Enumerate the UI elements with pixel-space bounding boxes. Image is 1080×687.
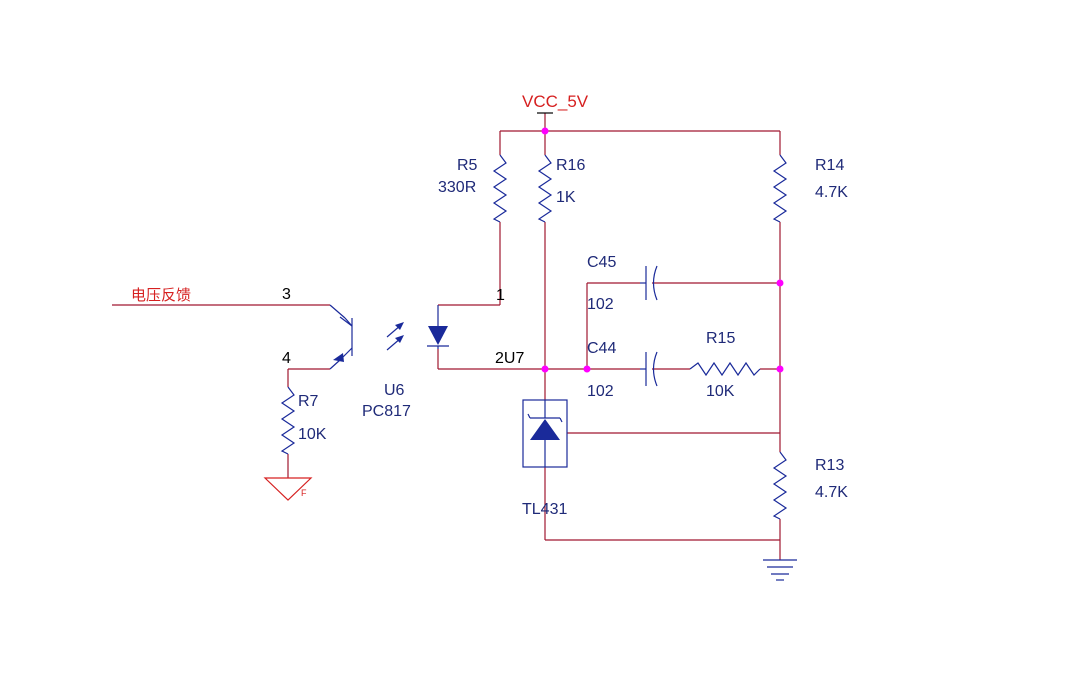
- r16-value: 1K: [556, 189, 576, 206]
- c44-ref: C44: [587, 340, 616, 357]
- emitter-arrow-icon: [333, 353, 344, 362]
- r14-ref: R14: [815, 157, 844, 174]
- pin-1-label: 1: [496, 287, 505, 304]
- r13-ref: R13: [815, 457, 844, 474]
- gnd-f-symbol: F: [263, 477, 313, 501]
- resistor-r14: R14 4.7K: [772, 154, 848, 223]
- optocoupler-u6: U6 PC817: [329, 304, 449, 420]
- tl431-regulator: TL431: [522, 399, 568, 518]
- ground-symbol: [763, 559, 797, 581]
- u6-ref: U6: [384, 382, 405, 399]
- wires: [112, 113, 781, 560]
- r15-ref: R15: [706, 330, 735, 347]
- resistor-r13: R13 4.7K: [772, 451, 848, 520]
- light-arrows-icon: [386, 322, 404, 351]
- junction-dot: [776, 365, 784, 373]
- r15-value: 10K: [706, 383, 735, 400]
- r5-ref: R5: [457, 157, 478, 174]
- gnd-f-tag: F: [301, 488, 307, 498]
- junctions: [541, 127, 784, 373]
- vcc-label: VCC_5V: [522, 92, 589, 111]
- vcc-symbol: VCC_5V: [522, 92, 589, 114]
- feedback-net-label: 电压反馈: [131, 286, 191, 304]
- pin-4-label: 4: [282, 350, 291, 367]
- zener-diode-icon: [530, 419, 560, 440]
- c45-ref: C45: [587, 254, 616, 271]
- r5-value: 330R: [438, 179, 476, 196]
- led-diode-icon: [427, 305, 449, 349]
- resistor-r15: R15 10K: [689, 330, 761, 400]
- c44-value: 102: [587, 383, 614, 400]
- r7-value: 10K: [298, 426, 327, 443]
- resistor-r7: R7 10K: [280, 386, 327, 455]
- r14-value: 4.7K: [815, 184, 848, 201]
- junction-dot: [541, 365, 549, 373]
- pin-3-label: 3: [282, 286, 291, 303]
- r13-value: 4.7K: [815, 484, 848, 501]
- tl431-label: TL431: [522, 501, 567, 518]
- u6-value: PC817: [362, 403, 411, 420]
- resistor-r16: R16 1K: [537, 154, 585, 223]
- c45-value: 102: [587, 296, 614, 313]
- junction-dot: [541, 127, 549, 135]
- r16-ref: R16: [556, 157, 585, 174]
- resistor-r5: R5 330R: [438, 154, 508, 223]
- capacitor-c45: C45 102: [587, 254, 658, 313]
- junction-dot: [583, 365, 591, 373]
- r7-ref: R7: [298, 393, 319, 410]
- junction-dot: [776, 279, 784, 287]
- pin-2-u7-label: 2U7: [495, 350, 524, 367]
- capacitor-c44: C44 102: [587, 340, 658, 400]
